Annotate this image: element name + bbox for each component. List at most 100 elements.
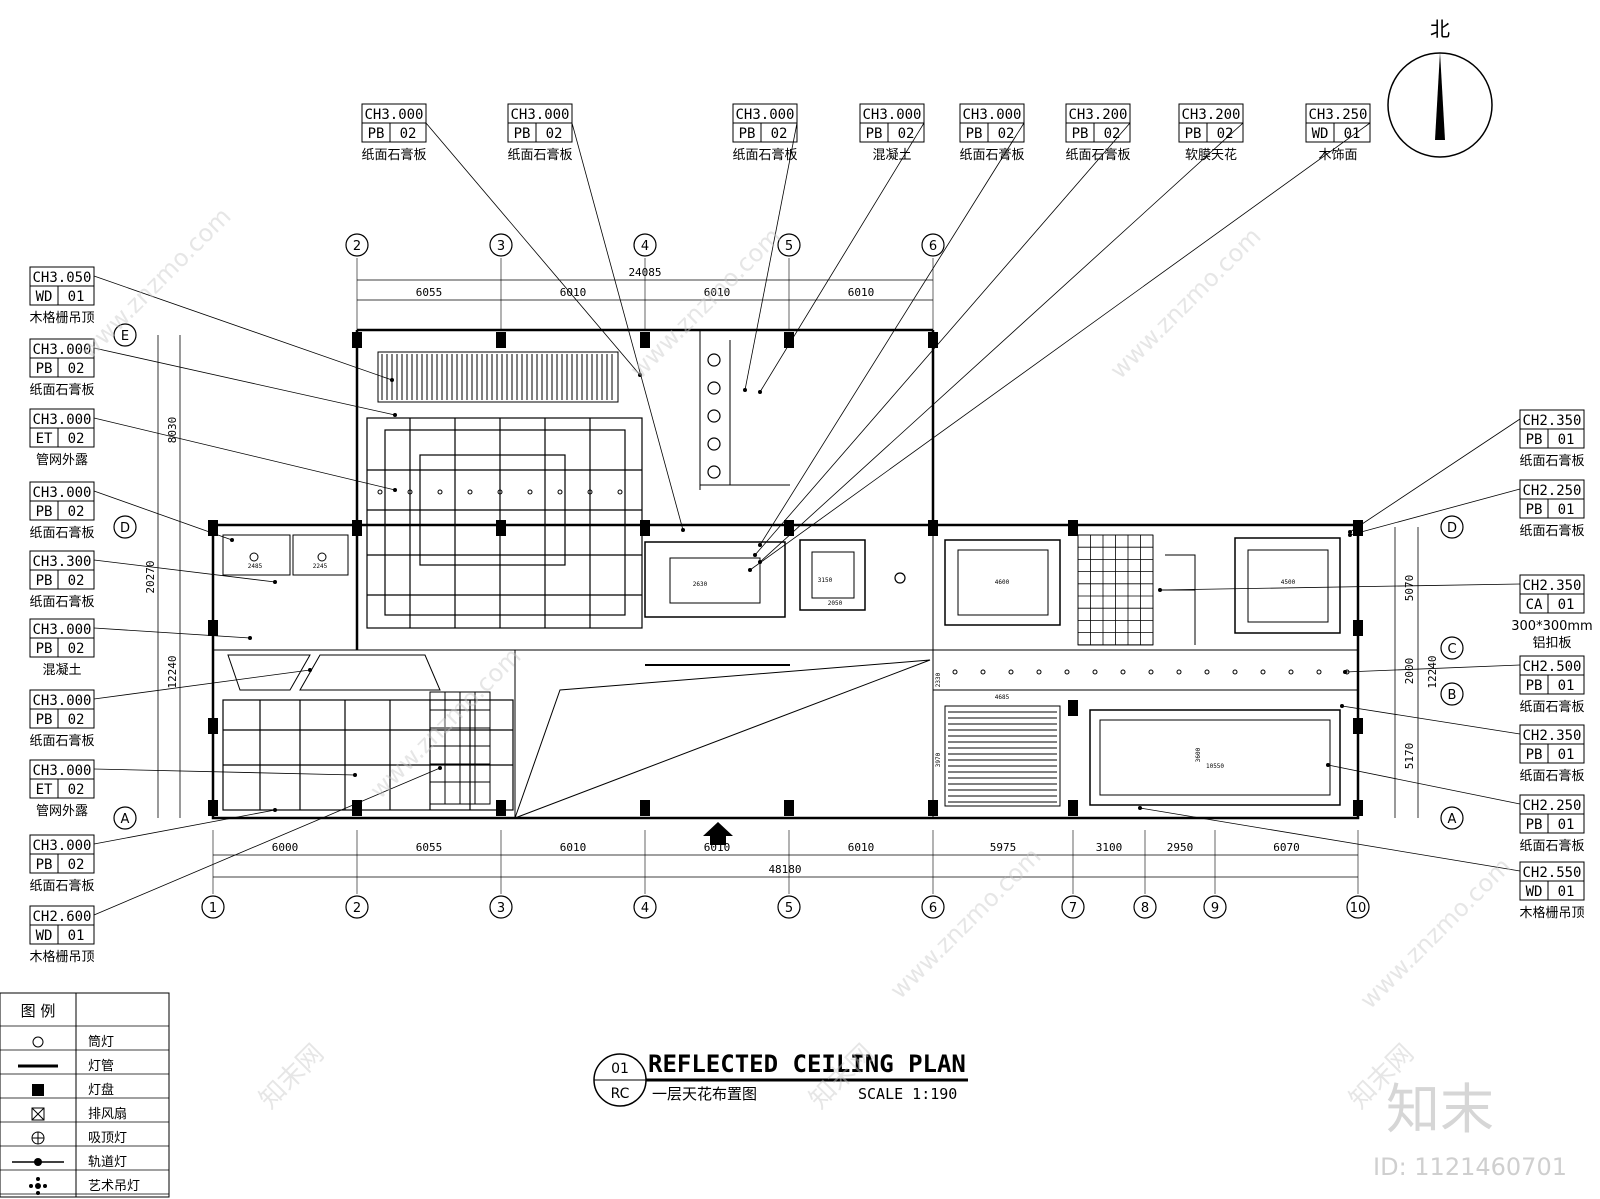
callout-number: 01	[1558, 817, 1575, 833]
entrance-arrow	[703, 822, 733, 845]
downlight-row-corridor	[377, 489, 1350, 675]
callout-code: CH2.600	[32, 909, 91, 925]
callout-description: 木饰面	[1318, 148, 1357, 163]
plan-label: 4600	[995, 579, 1010, 586]
callout-description: 纸面石膏板	[959, 147, 1024, 163]
dimension-label: 20270	[144, 560, 157, 593]
grid-axis-bubble: E	[121, 329, 129, 344]
callout-description-line2: 铝扣板	[1532, 636, 1571, 651]
callout-code: CH3.200	[1181, 107, 1240, 123]
callout-material: PB	[36, 712, 53, 728]
callout-description: 木格栅吊顶	[29, 949, 94, 965]
callout-material: PB	[1526, 817, 1543, 833]
plan-label: 4500	[1281, 579, 1296, 586]
callout-number: 02	[68, 504, 85, 520]
dimension-label: 6010	[704, 841, 731, 854]
callout-number: 02	[1217, 126, 1234, 142]
dimension-label: 6000	[272, 841, 299, 854]
grid-axis-bubble: 4	[641, 901, 649, 916]
grid-axis-bubble: 10	[1350, 901, 1367, 916]
callout-number: 01	[1558, 678, 1575, 694]
callout-code: CH3.000	[32, 622, 91, 638]
callout-material: PB	[966, 126, 983, 142]
exposed-pipe-grid-upper	[366, 417, 643, 629]
callout-description: 混凝土	[42, 662, 81, 678]
callout-code: CH3.000	[962, 107, 1021, 123]
callout-material: WD	[36, 289, 53, 305]
callout-material: PB	[739, 126, 756, 142]
wood-grille-lower-right	[944, 705, 1061, 807]
grid-axis-bubble: D	[1447, 521, 1457, 536]
grid-axis-bubble: A	[121, 812, 130, 827]
callout-material: PB	[1526, 432, 1543, 448]
dimension-label: 3100	[1096, 841, 1123, 854]
exposed-pipe-grid-lower	[222, 699, 514, 811]
dimension-label: 6010	[560, 286, 587, 299]
watermark-text: www.znzmo.com	[74, 202, 236, 364]
callout-description: 纸面石膏板	[1519, 453, 1584, 469]
dimension-label: 6010	[704, 286, 731, 299]
title-block: 01 RC REFLECTED CEILING PLAN 一层天花布置图 SCA…	[593, 1050, 968, 1107]
downlight-icon	[32, 1036, 44, 1048]
grid-axis-bubble: B	[1448, 688, 1457, 703]
grid-axis-bubble: 6	[929, 239, 937, 254]
callout-number: 01	[68, 928, 85, 944]
ceiling-light-icon	[31, 1131, 45, 1145]
sheet-code: RC	[611, 1086, 630, 1102]
legend-item-label: 灯管	[88, 1059, 114, 1074]
grid-axis-bubble: A	[1448, 812, 1457, 827]
legend-item-label: 排风扇	[88, 1106, 127, 1122]
callout-number: 01	[1558, 747, 1575, 763]
callout-code: CH3.000	[32, 412, 91, 428]
exhaust-fan-icon	[31, 1107, 45, 1121]
callout-code: CH2.550	[1522, 865, 1581, 881]
ceiling-coffers	[644, 537, 1341, 806]
plan-label: 2245	[313, 563, 328, 570]
grid-axis-bubble: 5	[785, 239, 793, 254]
grid-axis-bubble: 8	[1141, 901, 1149, 916]
drawing-number: 01	[611, 1061, 629, 1077]
callout-description: 纸面石膏板	[361, 147, 426, 163]
grid-axis-bubble: 9	[1211, 901, 1219, 916]
callout-code: CH3.000	[510, 107, 569, 123]
callout-number: 02	[68, 431, 85, 447]
callout-description: 300*300mm	[1511, 619, 1592, 634]
callout-description: 木格栅吊顶	[1519, 905, 1584, 921]
callout-description: 木格栅吊顶	[29, 310, 94, 326]
callout-material: WD	[1526, 884, 1543, 900]
grid-axis-bubble: 3	[497, 901, 505, 916]
grid-axis-bubble: 2	[353, 901, 361, 916]
callout-material: WD	[36, 928, 53, 944]
callout-description: 纸面石膏板	[1519, 838, 1584, 854]
callout-code: CH2.250	[1522, 798, 1581, 814]
dimension-total: 48180	[768, 863, 801, 876]
callout-code: CH3.000	[32, 342, 91, 358]
structural-columns	[208, 332, 1363, 816]
callout-description: 纸面石膏板	[29, 382, 94, 398]
stair	[1160, 554, 1196, 645]
callout-number: 02	[998, 126, 1015, 142]
callout-number: 01	[1558, 432, 1575, 448]
callout-number: 02	[1104, 126, 1121, 142]
callout-material: PB	[866, 126, 883, 142]
callout-material: CA	[1526, 597, 1543, 613]
callout-code: CH3.250	[1308, 107, 1367, 123]
callout-number: 02	[898, 126, 915, 142]
watermark-logo: 知末	[1386, 1078, 1494, 1141]
drawing-title: REFLECTED CEILING PLAN	[648, 1050, 966, 1078]
dimension-label: 6055	[416, 286, 443, 299]
compass-north-label: 北	[1430, 17, 1450, 41]
feature-light-column	[707, 353, 906, 584]
callout-code: CH3.000	[32, 485, 91, 501]
watermark: www.znzmo.com www.znzmo.com www.znzmo.co…	[74, 202, 1567, 1181]
